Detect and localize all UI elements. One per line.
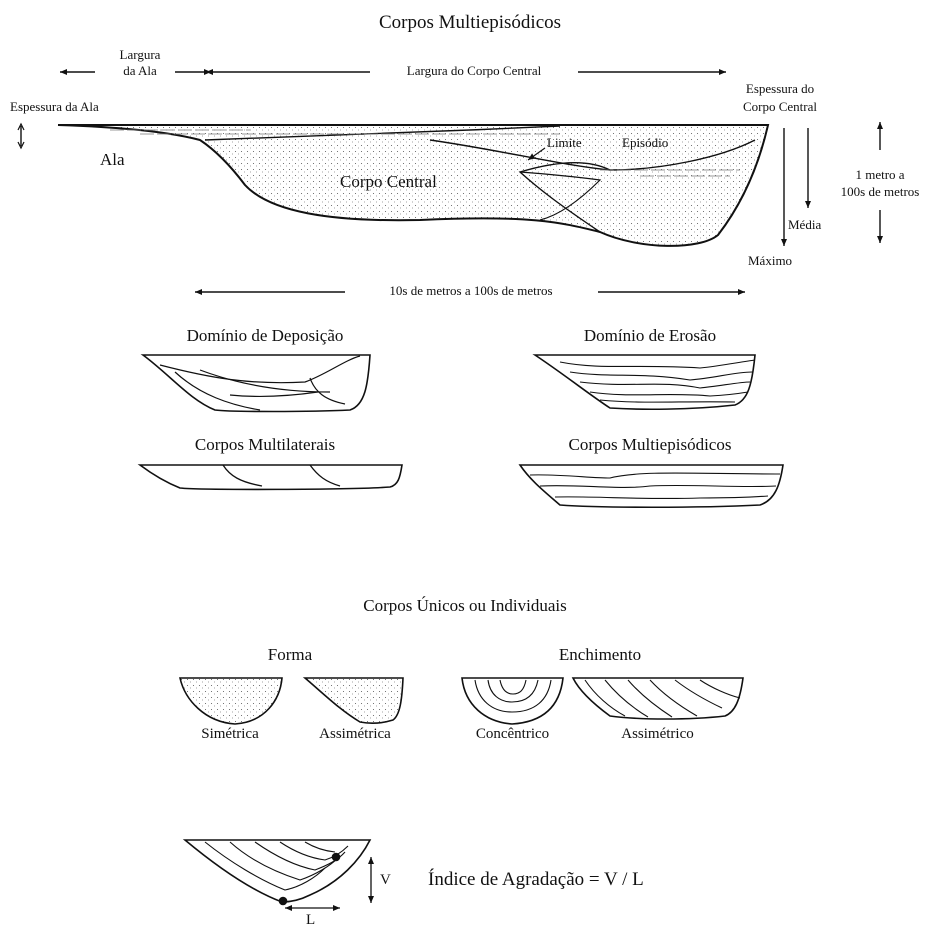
concentric-fill-sketch bbox=[461, 677, 564, 725]
limit-pointer bbox=[527, 147, 546, 161]
height-range-label-2: 100s de metros bbox=[840, 184, 920, 199]
asymmetric-form-sketch bbox=[302, 677, 404, 725]
central-body-label: Corpo Central bbox=[340, 172, 437, 191]
wing-width-label-2: da Ala bbox=[123, 63, 157, 78]
aggradation-section bbox=[182, 839, 374, 911]
episode-label: Episódio bbox=[622, 135, 669, 150]
wing-label: Ala bbox=[100, 150, 125, 169]
body-types-section bbox=[137, 354, 784, 509]
aggradation-top-point bbox=[331, 852, 341, 862]
erosion-domain-label: Domínio de Erosão bbox=[583, 326, 717, 345]
width-range-label: 10s de metros a 100s de metros bbox=[389, 283, 553, 298]
concentric-label: Concêntrico bbox=[475, 726, 550, 742]
aggradation-sketch bbox=[182, 839, 372, 903]
multiepisodic-section bbox=[17, 69, 883, 295]
wing-thickness-label: Espessura da Ala bbox=[10, 99, 99, 114]
multilateral-sketch bbox=[137, 464, 403, 491]
symmetric-label: Simétrica bbox=[201, 726, 259, 742]
erosion-domain-sketch bbox=[532, 354, 756, 411]
single-bodies-section bbox=[178, 677, 744, 725]
aggradation-formula: Índice de Agradação = V / L bbox=[428, 869, 644, 890]
central-thickness-label-1: Espessura do bbox=[745, 81, 815, 96]
form-label: Forma bbox=[267, 645, 313, 664]
average-label: Média bbox=[788, 217, 822, 232]
aggradation-bottom-point bbox=[278, 896, 288, 906]
maximum-label: Máximo bbox=[748, 253, 793, 268]
central-thickness-label-2: Corpo Central bbox=[742, 99, 817, 114]
multiepisodic-small-label: Corpos Multiepisódicos bbox=[568, 435, 732, 454]
asymmetric-form-label: Assimétrica bbox=[319, 726, 391, 742]
single-bodies-title: Corpos Únicos ou Individuais bbox=[363, 596, 567, 615]
central-body-shape bbox=[57, 124, 770, 247]
multiepisodic-title: Corpos Multiepisódicos bbox=[378, 12, 562, 33]
multilateral-label: Corpos Multilaterais bbox=[194, 435, 336, 454]
asymmetric-fill-sketch bbox=[571, 677, 744, 720]
deposition-domain-sketch bbox=[140, 354, 371, 413]
fill-label: Enchimento bbox=[558, 645, 642, 664]
height-range-label-1: 1 metro a bbox=[855, 167, 905, 182]
central-width-label: Largura do Corpo Central bbox=[406, 63, 542, 78]
asymmetric-fill-label: Assimétrico bbox=[621, 726, 694, 742]
deposition-domain-label: Domínio de Deposição bbox=[186, 326, 344, 345]
wing-width-label-1: Largura bbox=[119, 47, 161, 62]
limit-label: Limite bbox=[547, 135, 582, 150]
symmetric-sketch bbox=[178, 677, 283, 725]
multiepisodic-small-sketch bbox=[518, 464, 784, 509]
v-label: V bbox=[380, 872, 391, 888]
l-label: L bbox=[306, 912, 316, 928]
central-episode-base bbox=[519, 171, 602, 221]
episode-boundary-1 bbox=[204, 125, 561, 141]
